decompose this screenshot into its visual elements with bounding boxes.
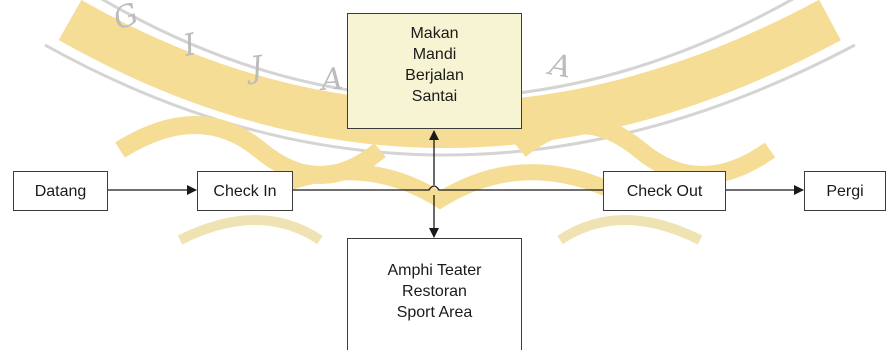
activity-item: Makan xyxy=(410,25,459,42)
line-checkin-to-checkout xyxy=(293,185,603,191)
node-datang: Datang xyxy=(13,171,108,211)
watermark-letter: A xyxy=(317,62,344,99)
node-activities-bottom: Amphi Teater Restoran Sport Area xyxy=(347,238,522,350)
node-label: Check Out xyxy=(626,182,703,200)
node-check-out: Check Out xyxy=(603,171,726,211)
activity-item: Mandi xyxy=(412,46,457,63)
node-label: Datang xyxy=(34,182,87,200)
node-check-in: Check In xyxy=(197,171,293,211)
node-pergi: Pergi xyxy=(804,171,886,211)
node-label: Pergi xyxy=(826,182,864,200)
activity-item: Amphi Teater xyxy=(387,262,482,279)
node-label: Check In xyxy=(213,182,277,200)
activity-item: Restoran xyxy=(402,283,467,300)
node-activities-top: Makan Mandi Berjalan Santai xyxy=(347,13,522,129)
activity-item: Berjalan xyxy=(405,67,464,84)
activity-item: Santai xyxy=(411,88,458,105)
activity-item: Sport Area xyxy=(396,304,473,321)
